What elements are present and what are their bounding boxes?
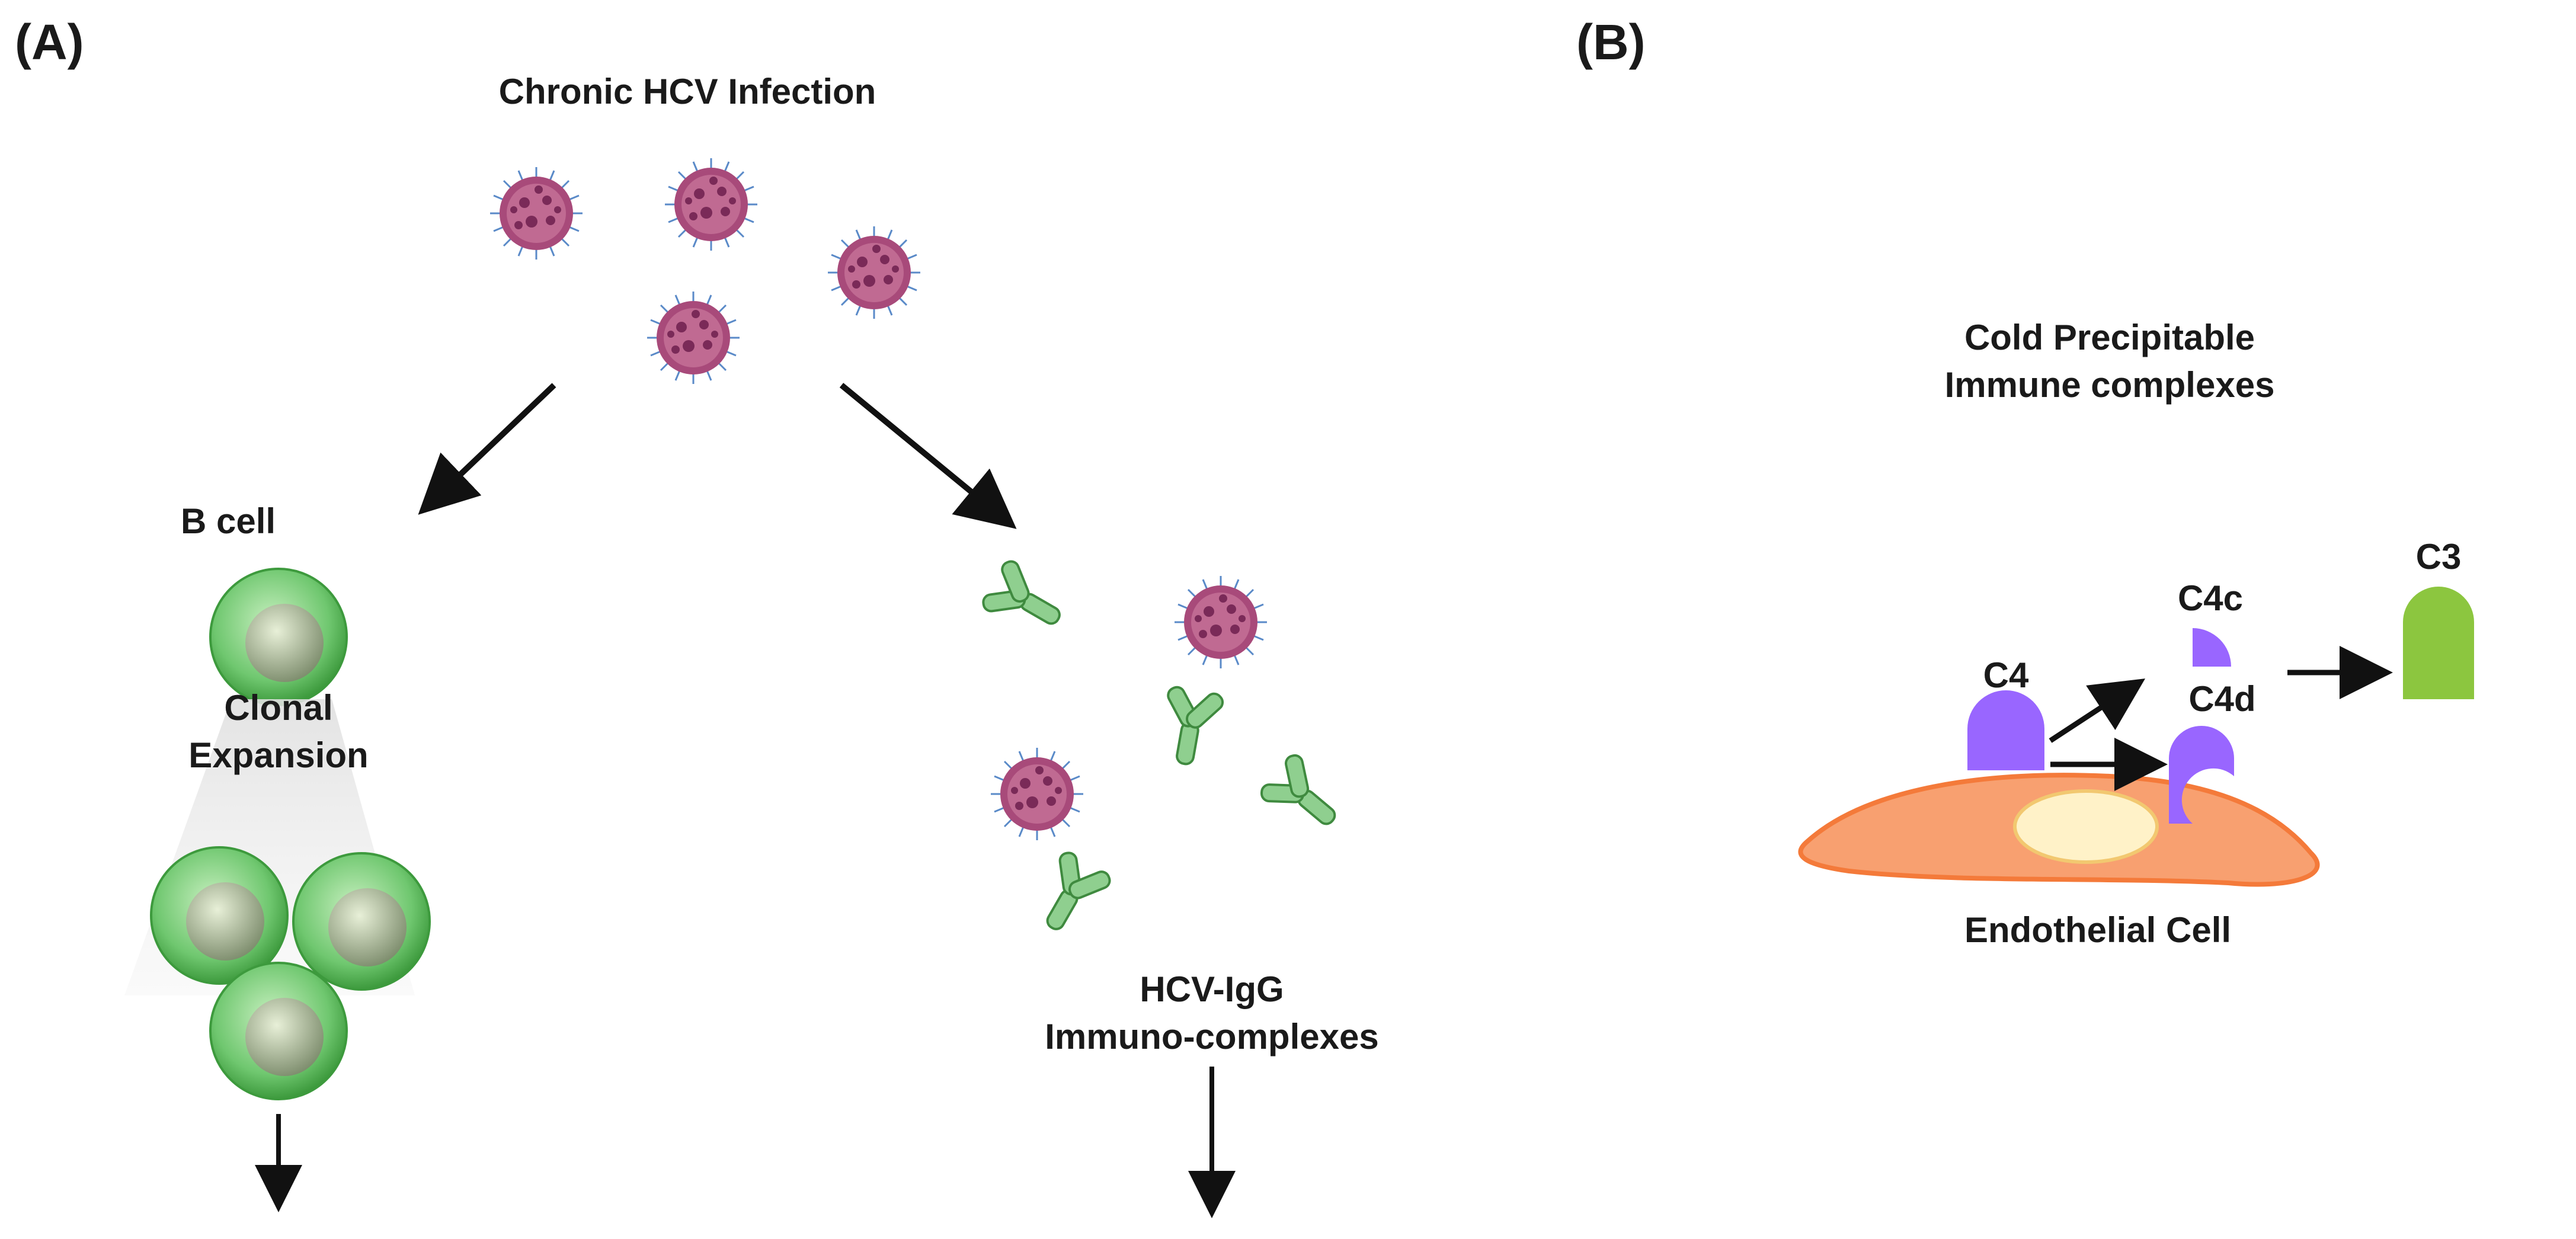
clonal-expansion-line2: Expansion: [188, 735, 368, 775]
hcv-igg-line2: Immuno-complexes: [1045, 1017, 1378, 1056]
cold-precip-b-line2: Immune complexes: [1945, 365, 2275, 405]
panel-a-label: (A): [15, 14, 84, 70]
arrow-to-igg: [839, 383, 1017, 529]
arrow-to-bcell: [418, 383, 556, 515]
chronic-infection-label: Chronic HCV Infection: [499, 72, 876, 111]
c4-label: C4: [1983, 655, 2029, 695]
bcell-label: B cell: [181, 501, 276, 541]
c4d-shape: [2169, 726, 2234, 824]
hcv-igg-line1: HCV-IgG: [1140, 969, 1284, 1009]
c3-label: C3: [2416, 537, 2462, 577]
endothelial-nucleus-b: [2013, 789, 2159, 864]
endothelial-cell-label: Endothelial Cell: [1964, 910, 2231, 950]
c4c-label: C4c: [2178, 578, 2243, 618]
c4d-label: C4d: [2188, 679, 2255, 719]
c4-shape: [1967, 690, 2044, 770]
c4c-shape: [2193, 628, 2231, 667]
clonal-expansion-line1: Clonal: [224, 688, 332, 728]
arrow-c4-c4c: [2049, 678, 2146, 743]
panel-b-label: (B): [1576, 14, 1646, 70]
c3-shape: [2403, 587, 2474, 699]
cold-precip-b-line1: Cold Precipitable: [1964, 318, 2255, 357]
